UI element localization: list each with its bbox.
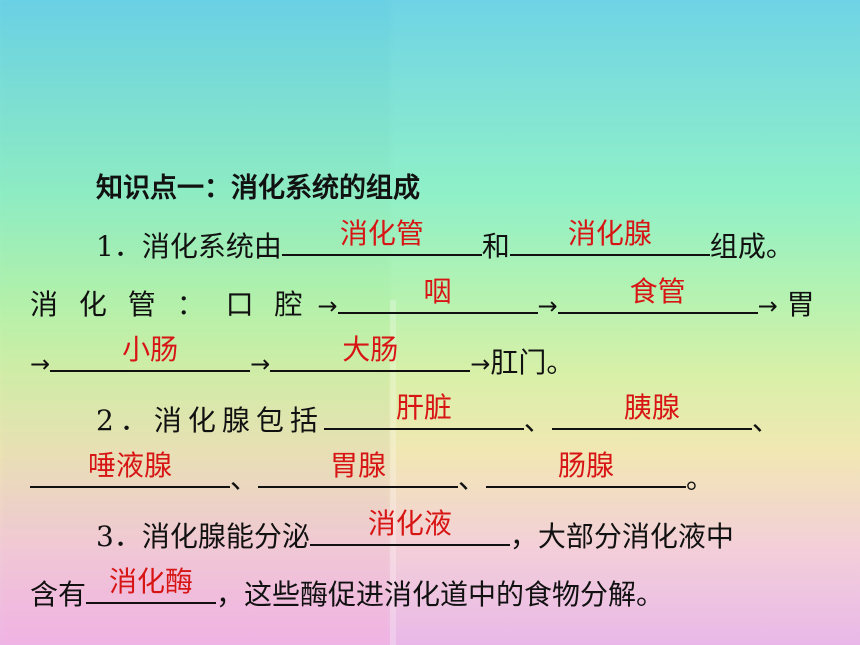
q2-answer-4: 胃腺: [330, 449, 387, 482]
q1-blank-1[interactable]: 消化管: [281, 214, 482, 256]
tract-prefix: 消 化 管 ： 口 腔: [30, 288, 309, 321]
arrow-icon: →: [250, 350, 271, 378]
arrow-icon: →: [317, 292, 338, 320]
section-heading: 知识点一：消化系统的组成: [96, 173, 420, 204]
q2-answer-3: 唾液腺: [87, 449, 172, 482]
q1-suffix: 组成。: [709, 230, 794, 263]
arrow-icon: →: [757, 292, 778, 320]
tract-mid: 胃: [786, 288, 815, 321]
tract-answer-3: 小肠: [122, 333, 179, 366]
q1-line-3: →小肠→大肠→肛门。: [30, 330, 574, 393]
arrow-icon: →: [470, 350, 491, 378]
q1-line-2: 消 化 管 ： 口 腔 → 咽 → 食管 → 胃: [30, 272, 815, 335]
tract-answer-4: 大肠: [342, 333, 399, 366]
q1-prefix: 1．消化系统由: [96, 230, 282, 263]
q2-blank-2[interactable]: 胰腺: [551, 388, 752, 430]
q1-line-1: 1．消化系统由 消化管 和 消化腺 组成。: [96, 214, 794, 276]
q3-line2-suffix: ，这些酶促进消化道中的食物分解。: [216, 578, 665, 611]
q2-blank-5[interactable]: 肠腺: [486, 446, 687, 488]
tract-end: 肛门。: [490, 346, 575, 379]
q2-separator: 、: [230, 462, 259, 495]
arrow-icon: →: [30, 350, 51, 378]
q1-mid: 和: [481, 230, 510, 263]
arrow-icon: →: [537, 292, 558, 320]
tract-answer-1: 咽: [423, 275, 452, 308]
q2-blank-1[interactable]: 肝脏: [323, 388, 524, 430]
q3-blank-2[interactable]: 消化酶: [86, 562, 217, 604]
q3-line-2: 含有消化酶 ，这些酶促进消化道中的食物分解。: [30, 562, 664, 624]
q3-blank-1[interactable]: 消化液: [309, 504, 510, 546]
tract-blank-3[interactable]: 小肠: [50, 330, 251, 372]
q2-prefix: 2．消化腺包括: [96, 404, 324, 437]
q1-answer-1: 消化管: [339, 217, 424, 250]
q2-separator: 、: [751, 404, 780, 437]
q1-answer-2: 消化腺: [567, 217, 652, 250]
q3-answer-1: 消化液: [367, 507, 452, 540]
tract-blank-4[interactable]: 大肠: [270, 330, 471, 372]
q2-blank-4[interactable]: 胃腺: [258, 446, 459, 488]
q2-line-1: 2．消化腺包括 肝脏 、 胰腺 、: [96, 388, 780, 450]
q3-line-1: 3．消化腺能分泌 消化液 ，大部分消化液中: [96, 504, 734, 566]
q3-line2-prefix: 含有: [30, 578, 87, 611]
q2-end: 。: [686, 462, 715, 495]
q3-mid: ，大部分消化液中: [509, 520, 734, 553]
q1-blank-2[interactable]: 消化腺: [509, 214, 710, 256]
q2-line-2: 唾液腺 、 胃腺 、 肠腺 。: [30, 446, 714, 508]
q2-blank-3[interactable]: 唾液腺: [30, 446, 230, 488]
tract-blank-2[interactable]: 食管: [557, 272, 758, 314]
q3-answer-2: 消化酶: [109, 565, 194, 598]
tract-blank-1[interactable]: 咽: [337, 272, 538, 314]
q3-prefix: 3．消化腺能分泌: [96, 520, 310, 553]
q2-separator: 、: [458, 462, 487, 495]
q2-separator: 、: [523, 404, 552, 437]
q2-answer-5: 肠腺: [558, 449, 615, 482]
q2-answer-2: 胰腺: [623, 391, 680, 424]
tract-answer-2: 食管: [629, 275, 686, 308]
q2-answer-1: 肝脏: [395, 391, 452, 424]
